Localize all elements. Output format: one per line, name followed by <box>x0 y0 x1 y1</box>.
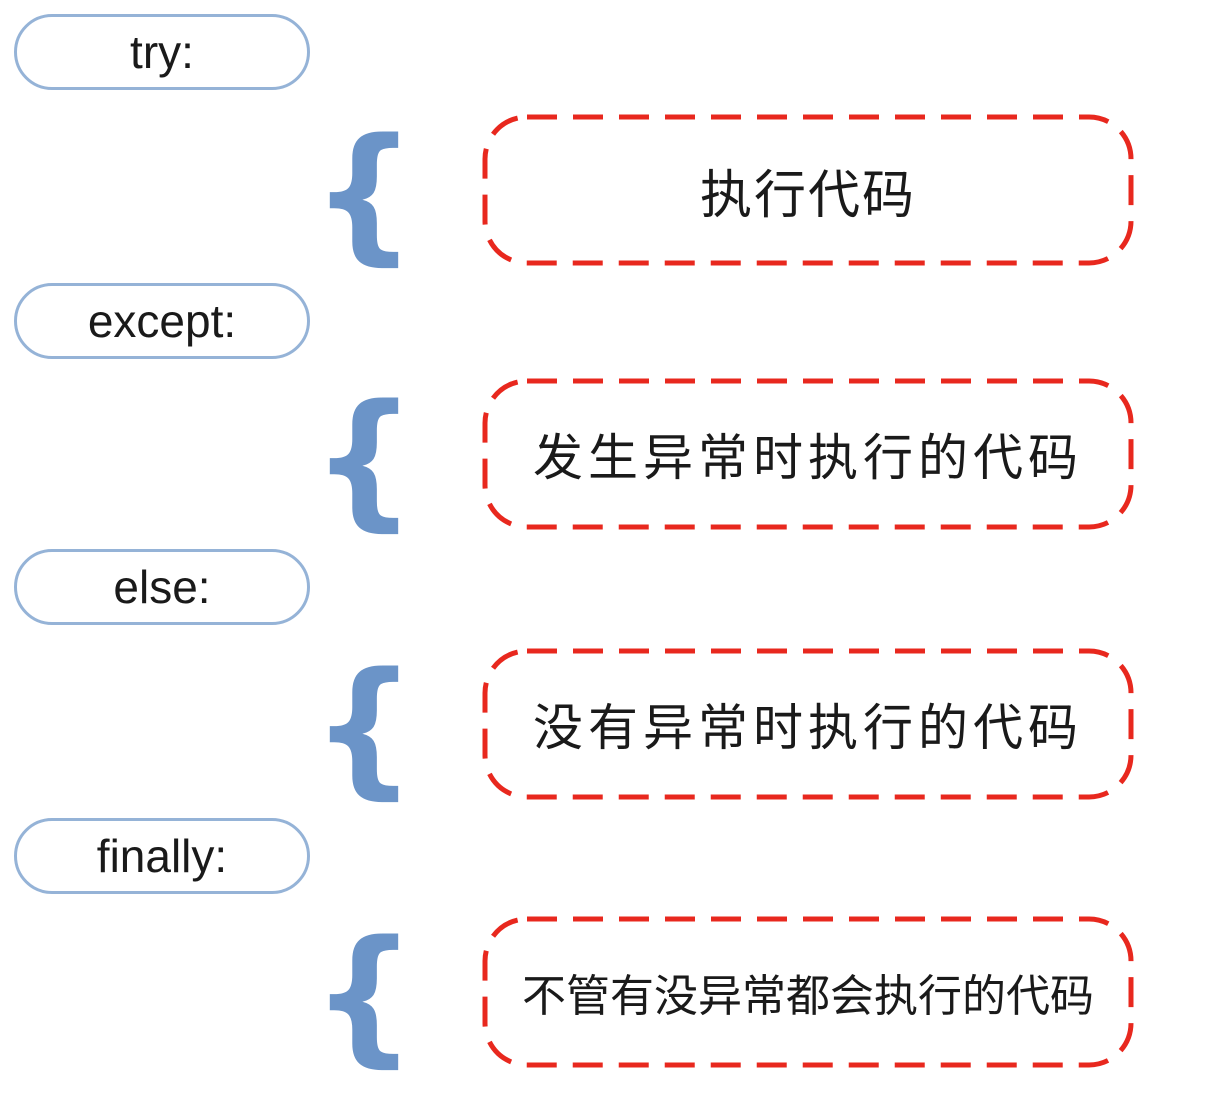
dashed-border-shape <box>482 648 1134 800</box>
keyword-label: finally: <box>96 830 228 882</box>
dashed-border-shape <box>482 114 1134 266</box>
curly-brace-icon <box>326 104 402 282</box>
curly-brace-icon <box>326 906 402 1084</box>
code-box-finally: 不管有没异常都会执行的代码 <box>482 916 1134 1068</box>
code-box-try: 执行代码 <box>482 114 1134 266</box>
code-box-label: 不管有没异常都会执行的代码 <box>522 971 1094 1022</box>
curly-brace-icon <box>326 370 402 548</box>
code-box-label: 执行代码 <box>699 165 916 226</box>
code-box-label: 发生异常时执行的代码 <box>533 429 1083 487</box>
curly-brace-icon <box>326 638 402 816</box>
keyword-pill-finally: finally: <box>14 818 310 894</box>
dashed-border-shape <box>482 378 1134 530</box>
keyword-label: else: <box>113 561 211 613</box>
code-box-else: 没有异常时执行的代码 <box>482 648 1134 800</box>
keyword-pill-try: try: <box>14 14 310 90</box>
keyword-pill-except: except: <box>14 283 310 359</box>
code-box-except: 发生异常时执行的代码 <box>482 378 1134 530</box>
code-box-label: 没有异常时执行的代码 <box>533 699 1083 757</box>
keyword-label: try: <box>130 26 194 78</box>
keyword-pill-else: else: <box>14 549 310 625</box>
dashed-border-shape <box>482 916 1134 1068</box>
keyword-label: except: <box>87 295 237 347</box>
